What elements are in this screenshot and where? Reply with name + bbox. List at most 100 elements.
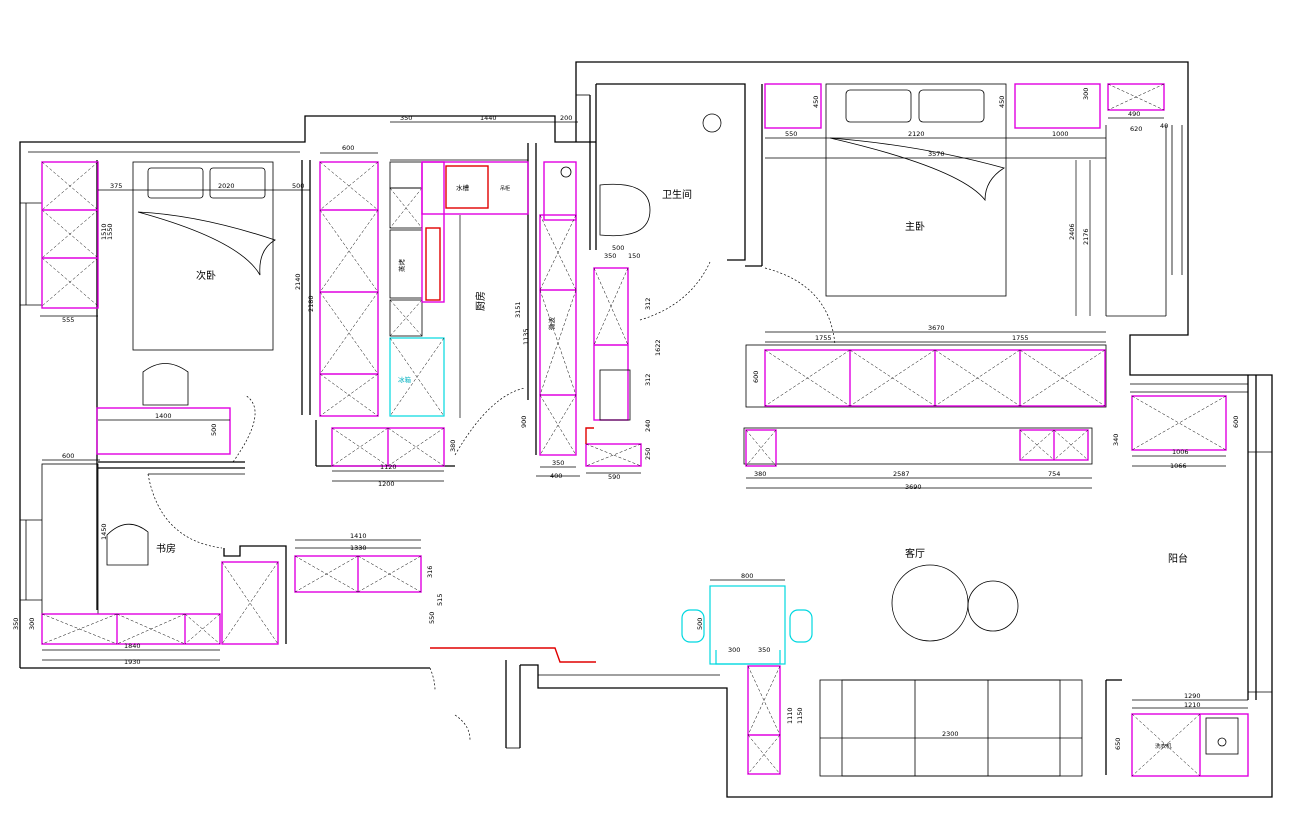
room-label-balcony: 阳台 [1168,552,1188,565]
dimension-label: 1755 [815,334,832,342]
dimension-label: 1930 [124,658,141,666]
bed [132,161,274,351]
dimension-label: 600 [752,371,760,383]
chair-icon [106,523,149,566]
desk-bedroom [96,407,231,455]
dimension-label: 1066 [1170,462,1187,470]
dimension-label: 550 [428,612,436,624]
sink [445,165,489,209]
dimension-label: 2120 [908,130,925,138]
dimension-label: 312 [644,374,652,386]
dimension-label: 375 [110,182,122,190]
dimension-label: 300 [1082,88,1090,100]
dimension-label: 3151 [514,301,522,318]
bathroom: 卫生间 [599,113,722,237]
master-bedroom: 主卧 [764,83,1165,297]
dimension-label: 3690 [905,483,922,491]
tall-wardrobe [319,161,379,417]
dimension-label: 2180 [307,295,315,312]
room-label-study: 书房 [156,542,176,555]
dimension-label: 500 [696,618,704,630]
dimension-label: 500 [612,244,624,252]
dimension-label: 380 [754,470,766,478]
dimension-label: 冰箱 [398,375,412,384]
dimension-label: 2300 [942,730,959,738]
dimension-label: 400 [550,472,562,480]
dimension-label: 600 [342,144,354,152]
fridge [389,337,445,417]
dimension-label: 1510 [100,223,108,240]
dimension-label: 150 [628,252,640,260]
dimension-label: 500 [292,182,304,190]
study: 书房 [41,463,422,645]
dimension-label: 515 [436,594,444,606]
dimension-label: 350 [758,646,770,654]
sofa [819,679,1083,777]
dimension-label: 1150 [796,707,804,724]
living-room: 客厅 [681,344,1107,777]
dimension-label: 1200 [378,480,395,488]
coffee-table-small [967,580,1019,632]
dimension-label: 500 [210,424,218,436]
dimension-label: 1006 [1172,448,1189,456]
dimension-label: 2020 [218,182,235,190]
washer [1205,717,1239,755]
dimension-label: 590 [608,473,620,481]
dimension-label: 吊柜 [500,185,510,192]
dimension-label: 350 [12,618,20,630]
dimension-label: 1290 [1184,692,1201,700]
dimension-label: 2176 [1082,228,1090,245]
balcony: 洗衣机 阳台 [1131,395,1249,777]
dimension-label: 1330 [350,544,367,552]
secondary-bedroom: 次卧 [41,161,276,455]
dimension-label: 1755 [1012,334,1029,342]
dimension-label: 350 [552,459,564,467]
kitchen: 冰箱 水槽 吊柜 蒸烤 微波 厨房 [331,161,577,467]
dimension-label: 1410 [350,532,367,540]
dimension-label: 蒸烤 [397,259,406,273]
dimension-label: 555 [62,316,74,324]
dimension-label: 1622 [654,339,662,356]
wardrobe-left [41,161,99,309]
dimension-label: 380 [449,440,457,452]
laundry-column [585,267,642,467]
dimension-label: 650 [1114,738,1122,750]
dimension-label: 1400 [155,412,172,420]
dimension-label: 2140 [294,273,302,290]
chair-icon [142,363,189,406]
toilet-icon [599,183,651,237]
dimension-label: 550 [785,130,797,138]
dimension-label: 450 [998,96,1006,108]
dimension-label: 600 [62,452,74,460]
dimension-label: 250 [644,448,652,460]
dimension-label: 微波 [547,317,556,331]
dimension-label: 200 [560,114,572,122]
dimension-label: 40 [1160,122,1168,130]
room-label-master-bedroom: 主卧 [905,220,925,233]
dimension-label: 620 [1130,125,1142,133]
dimension-label: 3570 [928,150,945,158]
room-label-kitchen: 厨房 [474,291,487,311]
dimension-lines: 350 1440 200 600 375 2020 500 1510 1550 … [12,88,1248,750]
dimension-label: 1120 [380,463,397,471]
dimension-label: 300 [728,646,740,654]
dimension-label: 1550 [106,223,114,240]
dimension-label: 1135 [522,328,530,345]
dimension-label: 水槽 [456,183,470,192]
dimension-label: 900 [520,416,528,428]
dimension-label: 2587 [893,470,910,478]
dimension-label: 240 [644,420,652,432]
dimension-label: 1210 [1184,701,1201,709]
basin-icon [702,113,722,133]
dimension-label: 2406 [1068,223,1076,240]
dimension-label: 1840 [124,642,141,650]
dimension-label: 300 [28,618,36,630]
dimension-label: 600 [1232,416,1240,428]
dimension-label: 3670 [928,324,945,332]
dimension-label: 754 [1048,470,1060,478]
dimension-label: 490 [1128,110,1140,118]
dimension-label: 340 [1112,434,1120,446]
dimension-label: 316 [426,566,434,578]
dimension-label: 350 [400,114,412,122]
